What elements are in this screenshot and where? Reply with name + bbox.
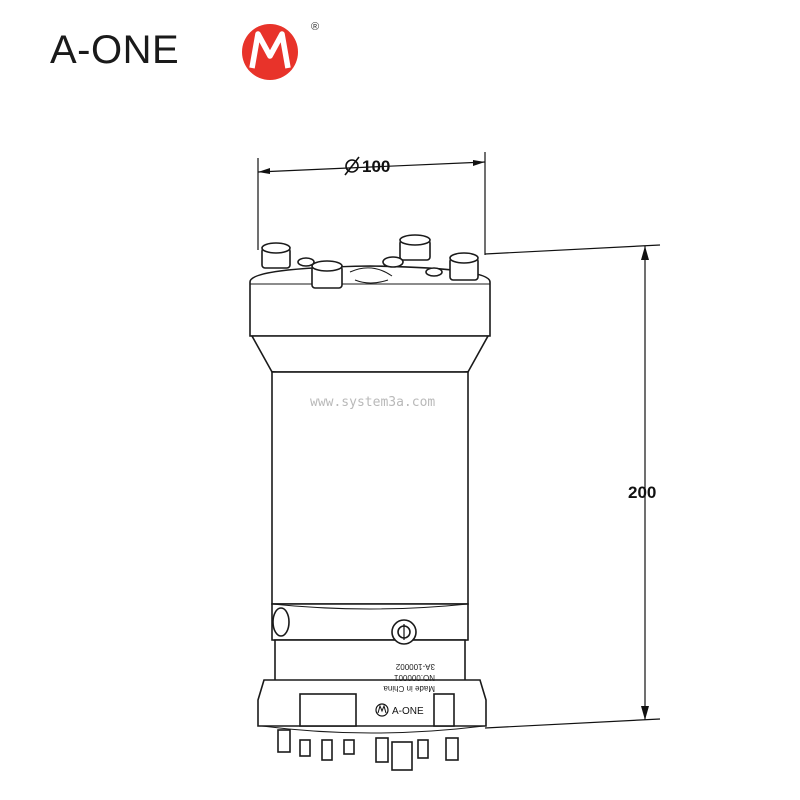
bolt-right-icon <box>449 252 479 281</box>
bottom-pins <box>277 729 459 771</box>
bolt-front-icon <box>311 260 343 289</box>
diameter-symbol-icon <box>344 156 360 176</box>
chuck-body <box>249 265 491 734</box>
air-valve-icon <box>391 619 417 645</box>
base-logo: A-ONE <box>375 703 424 717</box>
height-value: 200 <box>628 483 656 502</box>
part-markings: Made in China NO.000001 3A-100002 <box>383 662 435 693</box>
marking-model: 3A-100002 <box>395 662 435 671</box>
marking-origin: Made in China <box>383 684 435 693</box>
watermark: www.system3a.com <box>310 395 435 410</box>
brand-logo-icon <box>242 24 298 80</box>
bolt-left-icon <box>261 242 291 269</box>
brand-header: A-ONE <box>0 0 340 100</box>
diameter-dimension: 100 <box>257 152 486 255</box>
height-dimension: 200 <box>484 244 661 729</box>
base-logo-text: A-ONE <box>392 706 424 717</box>
marking-serial: NO.000001 <box>394 673 435 682</box>
diameter-value: 100 <box>362 157 390 176</box>
top-bolts <box>261 234 479 289</box>
brand-name: A-ONE <box>50 28 180 72</box>
registered-mark: ® <box>311 21 319 33</box>
bolt-back-icon <box>399 234 431 261</box>
